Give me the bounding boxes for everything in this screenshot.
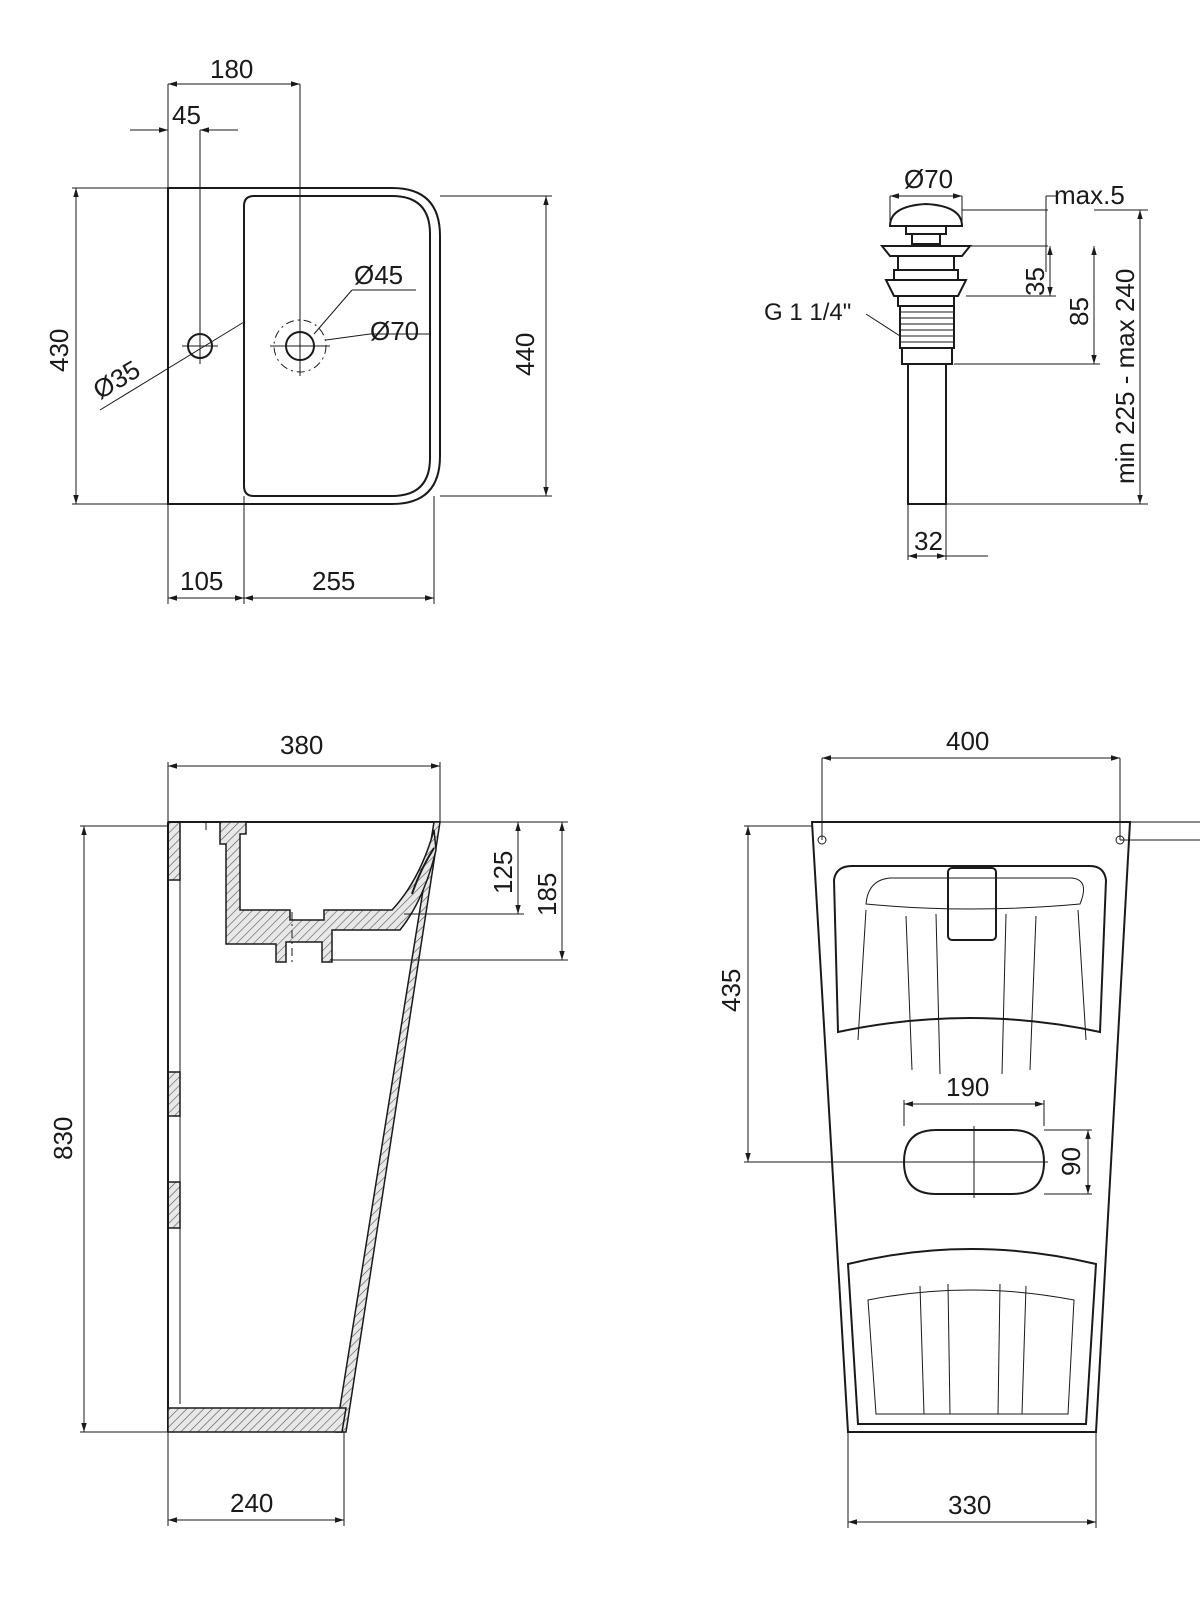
drain-dim-32: 32 <box>914 526 943 556</box>
rear-dim-90: 90 <box>1056 1147 1086 1176</box>
drain-dim-85: 85 <box>1064 297 1094 326</box>
side-base <box>167 1407 347 1433</box>
dim-180: 180 <box>210 54 253 84</box>
drain-detail: Ø70 max.5 35 85 min 225 - max 240 G 1 1/… <box>764 164 1148 560</box>
basin-outline <box>167 187 441 505</box>
side-bowl-section <box>219 821 437 963</box>
dim-d70: Ø70 <box>370 316 419 346</box>
rear-slot <box>902 1129 1046 1195</box>
side-front-wall <box>335 821 441 1433</box>
drain-dim-d70: Ø70 <box>904 164 953 194</box>
dim-430: 430 <box>44 329 74 372</box>
rear-dim-400: 400 <box>946 726 989 756</box>
drain-dim-range: min 225 - max 240 <box>1110 269 1140 484</box>
rear-dim-330: 330 <box>948 1490 991 1520</box>
side-dim-240: 240 <box>230 1488 273 1518</box>
side-view: 380 125 185 830 240 <box>48 730 568 1526</box>
drain-pipe <box>907 363 947 505</box>
dim-255: 255 <box>312 566 355 596</box>
dim-45: 45 <box>172 100 201 130</box>
dim-d35: Ø35 <box>88 354 146 405</box>
drain-thread-label: G 1 1/4" <box>764 299 851 326</box>
bowl-outline <box>243 195 431 497</box>
dim-105: 105 <box>180 566 223 596</box>
drain-flange <box>879 245 973 257</box>
side-dim-125: 125 <box>488 851 518 894</box>
rear-dim-435: 435 <box>716 969 746 1012</box>
top-view: 180 45 430 440 Ø35 Ø45 Ø70 105 <box>44 54 552 604</box>
rear-outline <box>810 821 1132 1433</box>
side-dim-830: 830 <box>48 1117 78 1160</box>
drain-cap <box>888 202 964 227</box>
drain-dim-max5: max.5 <box>1054 180 1125 210</box>
side-dim-185: 185 <box>532 873 562 916</box>
side-dim-380: 380 <box>280 730 323 760</box>
dim-d45: Ø45 <box>354 260 403 290</box>
rear-view: 400 435 190 90 330 <box>716 726 1200 1528</box>
drain-dim-35: 35 <box>1020 267 1050 296</box>
rear-lower-cavity <box>846 1248 1098 1425</box>
dim-440: 440 <box>510 333 540 376</box>
rear-dim-190: 190 <box>946 1072 989 1102</box>
rear-upper-cavity <box>832 865 1108 1034</box>
